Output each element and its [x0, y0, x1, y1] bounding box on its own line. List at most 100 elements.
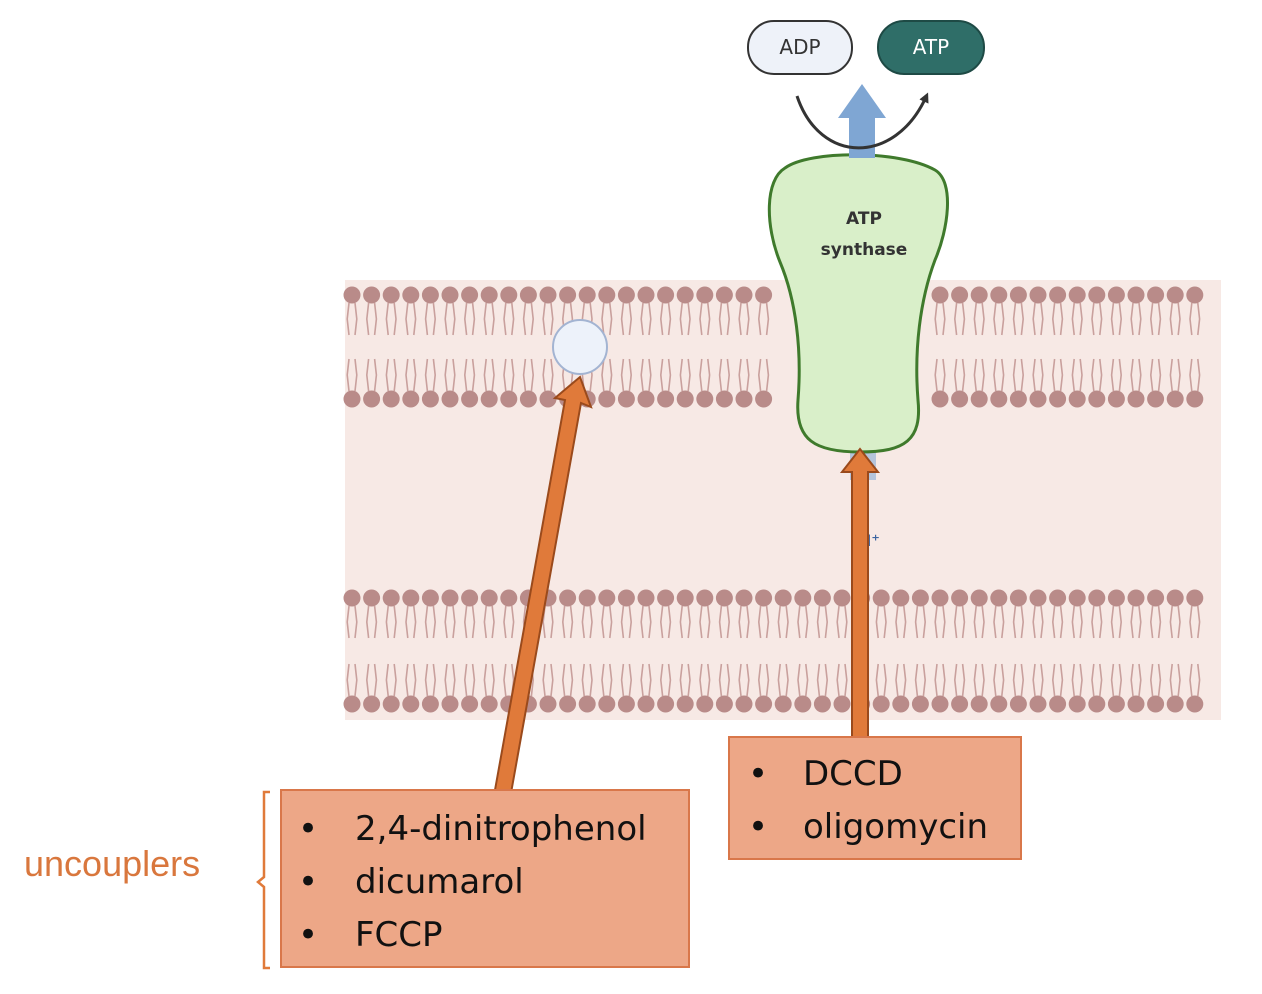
lipid-tail [601, 358, 605, 392]
lipid-head [1029, 695, 1047, 713]
lipid-tail [413, 302, 417, 336]
lipid-head [1166, 286, 1184, 304]
lipid-tail [746, 663, 750, 697]
lipid-head [1127, 390, 1145, 408]
lipid-tail [569, 605, 574, 639]
lipid-tail [1157, 605, 1162, 639]
lipid-head [480, 695, 498, 713]
lipid-tail [757, 358, 762, 392]
lipid-tail [816, 663, 821, 697]
lipid-tail [1177, 358, 1181, 392]
lipid-tail [550, 605, 554, 639]
lipid-tail [1189, 302, 1193, 336]
lipid-tail [1138, 663, 1142, 697]
lipid-head [617, 695, 635, 713]
lipid-head [715, 589, 733, 607]
lipid-head [1166, 390, 1184, 408]
bullet-icon: • [298, 915, 318, 955]
lipid-head [755, 390, 773, 408]
lipid-tail [1118, 358, 1123, 392]
lipid-tail [609, 302, 613, 336]
lipid-tail [981, 605, 985, 639]
lipid-tail [413, 605, 417, 639]
lipid-tail [844, 605, 848, 639]
lipid-head [1186, 390, 1204, 408]
lipid-head [441, 589, 459, 607]
lipid-tail [922, 663, 927, 697]
lipid-tail [1071, 605, 1075, 639]
lipid-head [872, 589, 890, 607]
lipid-head [931, 695, 949, 713]
lipid-tail [942, 605, 946, 639]
reaction-curve-arrow [795, 92, 929, 150]
lipid-tail [1091, 605, 1095, 639]
lipid-tail [777, 605, 781, 639]
lipid-tail [707, 358, 711, 392]
lipid-tail [1099, 302, 1103, 336]
lipid-tail [1012, 358, 1017, 392]
lipid-tail [452, 605, 456, 639]
synthase-inhibitor-box: • DCCD • oligomycin [728, 736, 1022, 860]
lipid-tail [679, 358, 683, 392]
lipid-tail [354, 302, 358, 336]
lipid-tail [875, 605, 879, 639]
lipid-tail [405, 358, 409, 392]
lipid-tail [365, 605, 370, 639]
lipid-head [343, 589, 361, 607]
lipid-tail [640, 663, 644, 697]
lipid-head [931, 589, 949, 607]
lipid-tail [522, 358, 527, 392]
lipid-head [735, 390, 753, 408]
lipid-tail [1197, 663, 1201, 697]
lipid-head [382, 286, 400, 304]
lipid-tail [659, 663, 664, 697]
lipid-tail [1032, 302, 1036, 336]
lipid-tail [1110, 358, 1115, 392]
lipid-tail [444, 663, 448, 697]
lipid-tail [726, 358, 731, 392]
lipid-tail [620, 663, 625, 697]
lipid-head [1029, 589, 1047, 607]
lipid-head [578, 286, 596, 304]
lipid-head [1029, 390, 1047, 408]
lipid-tail [483, 663, 487, 697]
lipid-tail [640, 358, 644, 392]
lipid-tail [628, 605, 633, 639]
lipid-tail [1059, 663, 1064, 697]
lipid-tail [511, 358, 515, 392]
lipid-tail [1040, 358, 1044, 392]
lipid-tail [659, 358, 664, 392]
lipid-tail [1051, 605, 1056, 639]
lipid-tail [836, 605, 840, 639]
lipid-tail [483, 358, 487, 392]
lipid-tail [914, 663, 919, 697]
lipid-tail [667, 302, 672, 336]
lipid-tail [679, 663, 683, 697]
lipid-tail [961, 302, 966, 336]
lipid-tail [1012, 302, 1017, 336]
lipid-tail [844, 663, 848, 697]
lipid-tail [883, 663, 887, 697]
lipid-head [1068, 286, 1086, 304]
lipid-head [1127, 286, 1145, 304]
lipid-head [441, 390, 459, 408]
lipid-tail [471, 663, 476, 697]
lipid-tail [1040, 302, 1044, 336]
lipid-tail [805, 663, 809, 697]
lipid-tail [385, 663, 389, 697]
lipid-tail [405, 605, 409, 639]
uncoupler-item-dicumarol: dicumarol [355, 862, 524, 902]
lipid-head [657, 695, 675, 713]
lipid-tail [609, 663, 613, 697]
lipid-tail [365, 358, 370, 392]
lipid-tail [1051, 663, 1056, 697]
lipid-head [735, 589, 753, 607]
bullet-icon: • [748, 807, 768, 847]
lipid-tail [953, 302, 958, 336]
lipid-tail [609, 358, 613, 392]
atp-label: ATP [913, 35, 949, 59]
lipid-tail [757, 605, 762, 639]
lipid-tail [503, 358, 507, 392]
lipid-tail [1177, 302, 1181, 336]
lipid-tail [581, 663, 585, 697]
